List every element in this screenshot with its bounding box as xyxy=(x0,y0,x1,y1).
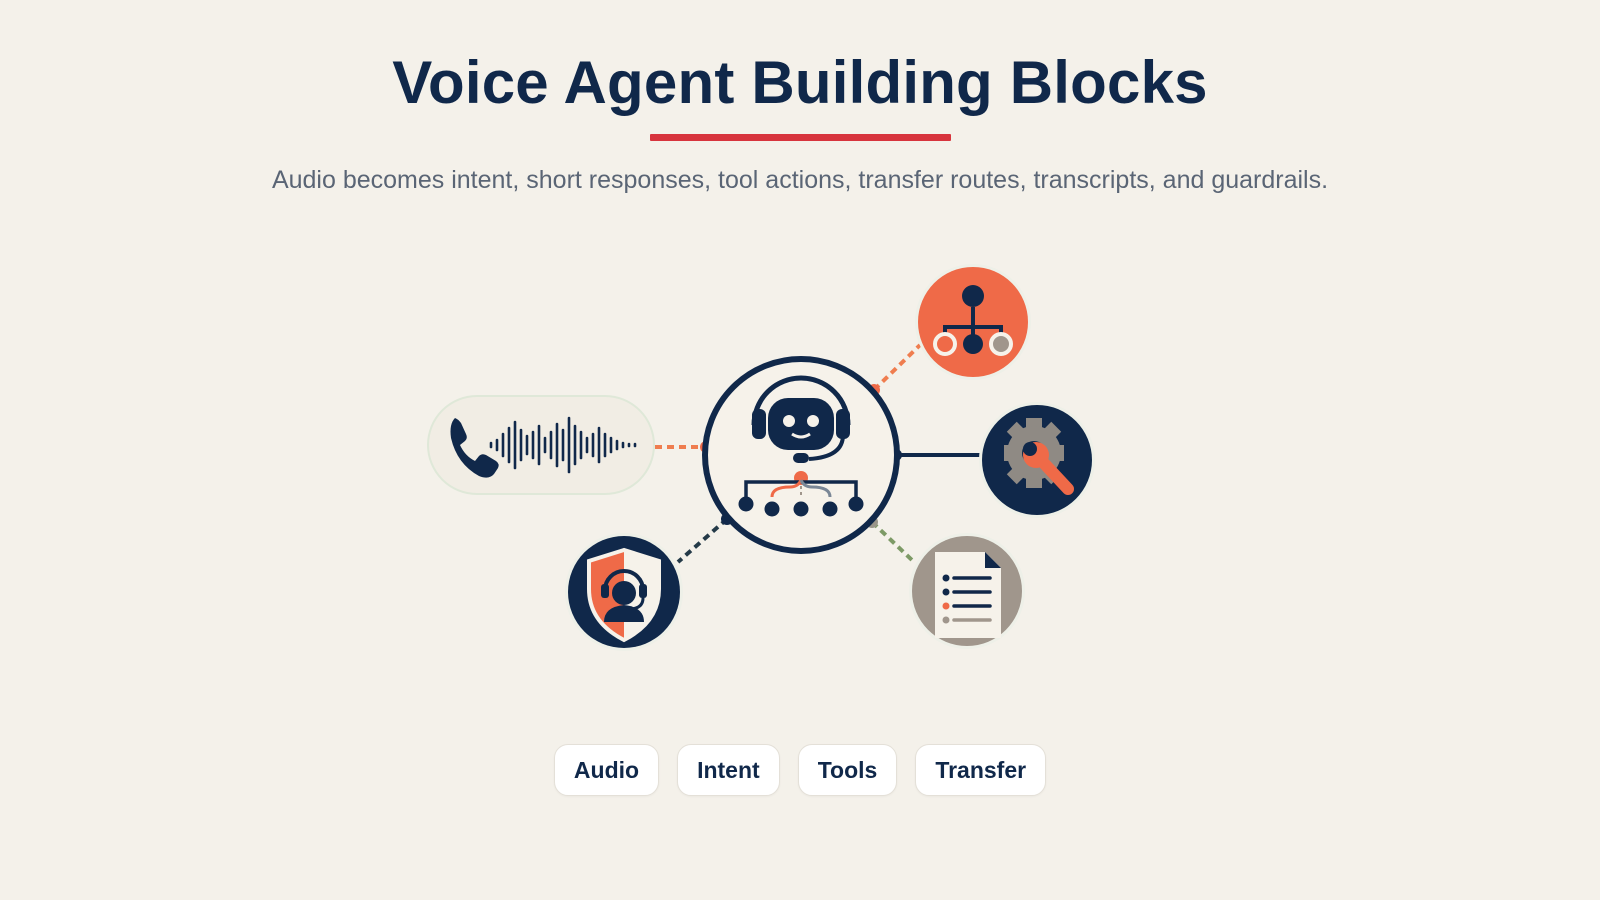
phone-waveform-icon xyxy=(427,395,655,495)
chip-transfer[interactable]: Transfer xyxy=(915,744,1047,796)
gear-wrench-icon xyxy=(979,402,1095,518)
connector-transcripts xyxy=(870,520,916,564)
document-list-icon xyxy=(909,533,1025,649)
connector-guardrails xyxy=(676,517,729,564)
chip-row: Audio Intent Tools Transfer xyxy=(0,744,1600,796)
shield-agent-icon xyxy=(565,533,683,651)
connector-routing xyxy=(872,343,922,392)
title-underline xyxy=(650,134,951,141)
org-chart-icon xyxy=(915,264,1031,380)
chip-audio[interactable]: Audio xyxy=(553,744,660,796)
chip-tools[interactable]: Tools xyxy=(797,744,898,796)
robot-headset-icon xyxy=(702,356,900,554)
chip-intent[interactable]: Intent xyxy=(677,744,780,796)
page-title: Voice Agent Building Blocks xyxy=(392,49,1208,116)
page-subtitle: Audio becomes intent, short responses, t… xyxy=(271,166,1329,194)
